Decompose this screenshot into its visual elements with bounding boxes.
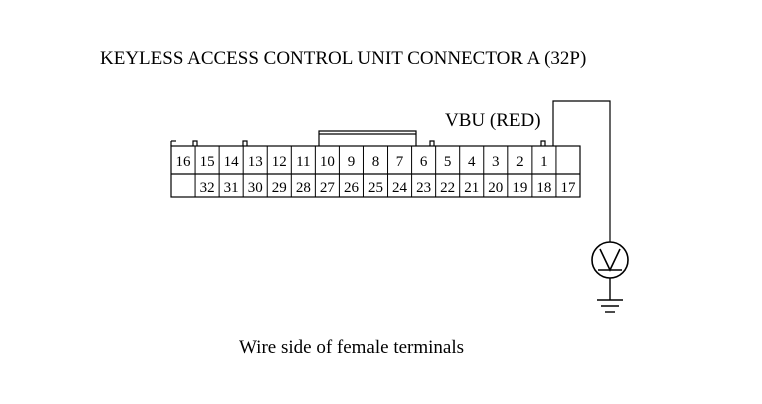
diagram-caption: Wire side of female terminals bbox=[239, 337, 464, 358]
pin-label-18: 18 bbox=[536, 180, 551, 196]
pin-label-14: 14 bbox=[224, 154, 240, 170]
pin-label-16: 16 bbox=[176, 154, 192, 170]
pin-label-12: 12 bbox=[272, 154, 287, 170]
pin-label-6: 6 bbox=[420, 154, 428, 170]
pin-label-13: 13 bbox=[248, 154, 263, 170]
pin-label-2: 2 bbox=[516, 154, 524, 170]
diagram-title: KEYLESS ACCESS CONTROL UNIT CONNECTOR A … bbox=[100, 48, 586, 69]
pin-label-32: 32 bbox=[200, 180, 215, 196]
pin-label-29: 29 bbox=[272, 180, 287, 196]
voltmeter-icon bbox=[591, 241, 629, 279]
ground-icon bbox=[597, 278, 623, 313]
pin-label-26: 26 bbox=[344, 180, 360, 196]
connector-body bbox=[170, 130, 581, 198]
pin-label-31: 31 bbox=[224, 180, 239, 196]
pin-label-5: 5 bbox=[444, 154, 452, 170]
pin-label-8: 8 bbox=[372, 154, 380, 170]
pin-label-27: 27 bbox=[320, 180, 336, 196]
probe-wire bbox=[552, 100, 611, 242]
pin-label-9: 9 bbox=[348, 154, 356, 170]
pin-label-17: 17 bbox=[560, 180, 576, 196]
pin-label-7: 7 bbox=[396, 154, 404, 170]
pin-label-11: 11 bbox=[296, 154, 310, 170]
pin-label-15: 15 bbox=[200, 154, 215, 170]
pin-label-24: 24 bbox=[392, 180, 408, 196]
pin-label-28: 28 bbox=[296, 180, 311, 196]
pin-label-1: 1 bbox=[540, 154, 548, 170]
pin-label-25: 25 bbox=[368, 180, 383, 196]
pin-label-30: 30 bbox=[248, 180, 263, 196]
pin-label-23: 23 bbox=[416, 180, 431, 196]
pin-label-4: 4 bbox=[468, 154, 476, 170]
pin-label-21: 21 bbox=[464, 180, 479, 196]
pin-label-20: 20 bbox=[488, 180, 503, 196]
pin-label-22: 22 bbox=[440, 180, 455, 196]
pin-label-10: 10 bbox=[320, 154, 335, 170]
pin-label-3: 3 bbox=[492, 154, 500, 170]
pin-label-19: 19 bbox=[512, 180, 527, 196]
probe-label: VBU (RED) bbox=[445, 110, 541, 131]
